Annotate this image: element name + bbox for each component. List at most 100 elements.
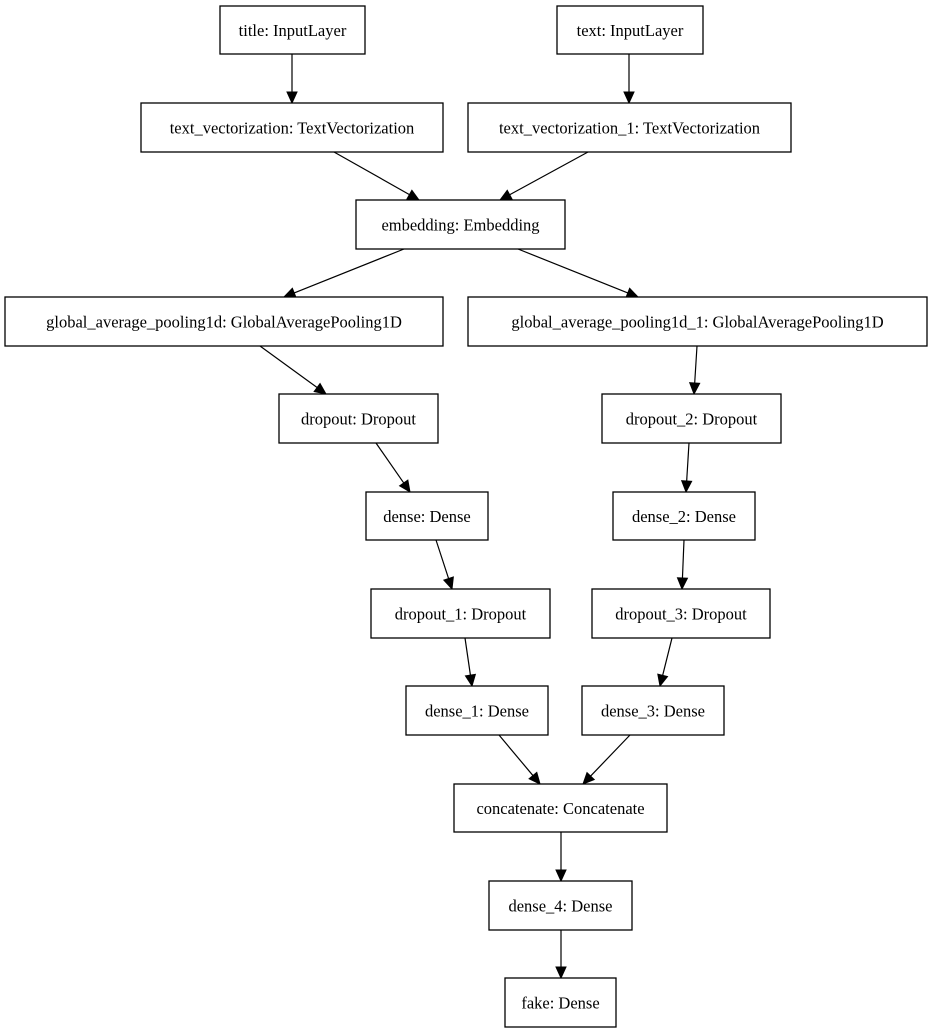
node-box (504, 977, 617, 1028)
edge-line (694, 345, 698, 384)
arrowhead (498, 189, 513, 201)
node-label: dense_4: Dense (508, 897, 612, 916)
node-label: global_average_pooling1d: GlobalAverageP… (46, 313, 402, 332)
node-text-vectorization-1: text_vectorization_1: TextVectorization (467, 102, 792, 153)
node-label: dense: Dense (383, 507, 471, 526)
nodes-layer: title: InputLayer text: InputLayer text_ve… (4, 5, 928, 1028)
node-label: dropout_2: Dropout (626, 410, 758, 429)
edge-line (293, 248, 405, 294)
node-dense-3: dense_3: Dense (581, 685, 725, 736)
node-global-average-pooling1d-1: global_average_pooling1d_1: GlobalAverag… (467, 296, 928, 347)
edge-concatenate-to-dense-4 (555, 832, 567, 883)
edge-dropout-to-dense (375, 442, 411, 493)
arrowhead (688, 382, 701, 396)
arrowhead (582, 771, 596, 785)
edge-line (590, 734, 631, 777)
node-box (612, 491, 756, 541)
node-dense: dense: Dense (365, 491, 489, 541)
arrowhead (282, 287, 297, 299)
arrowhead (676, 577, 689, 591)
arrowhead (680, 480, 693, 494)
edge-line (498, 734, 534, 776)
node-box (140, 102, 444, 153)
edge-line (464, 637, 472, 676)
node-label: text: InputLayer (577, 21, 684, 40)
edge-dense-1-to-concatenate (498, 734, 541, 785)
node-global-average-pooling1d: global_average_pooling1d: GlobalAverageP… (4, 296, 444, 347)
node-embedding: embedding: Embedding (355, 199, 566, 250)
node-box (581, 685, 725, 736)
node-dense-2: dense_2: Dense (612, 491, 756, 541)
arrowhead (625, 287, 640, 299)
arrowhead (528, 771, 541, 785)
node-dense-1: dense_1: Dense (405, 685, 549, 736)
node-label: global_average_pooling1d_1: GlobalAverag… (511, 313, 883, 332)
node-label: dense_1: Dense (425, 702, 529, 721)
node-box (4, 296, 444, 347)
node-label: dropout: Dropout (301, 410, 416, 429)
node-box (467, 296, 928, 347)
edge-line (686, 442, 690, 482)
edge-dense-2-to-dropout-3 (676, 539, 689, 591)
edge-line (681, 539, 685, 579)
arrowhead (442, 576, 454, 591)
edges-layer (259, 54, 701, 980)
node-label: dense_2: Dense (632, 507, 736, 526)
node-label: embedding: Embedding (381, 216, 539, 235)
node-dropout-3: dropout_3: Dropout (591, 588, 771, 639)
arrowhead (398, 479, 411, 493)
node-title: title: InputLayer (219, 5, 366, 55)
node-label: dropout_1: Dropout (395, 605, 527, 624)
node-box (467, 102, 792, 153)
node-box (591, 588, 771, 639)
edge-line (333, 151, 410, 196)
arrowhead (313, 382, 327, 395)
node-dropout-1: dropout_1: Dropout (370, 588, 551, 639)
edge-dropout-1-to-dense-1 (464, 637, 477, 688)
node-text: text: InputLayer (556, 5, 704, 55)
node-label: dense_3: Dense (601, 702, 705, 721)
arrowhead (657, 673, 669, 688)
edge-dense-3-to-concatenate (582, 734, 631, 785)
node-dropout: dropout: Dropout (278, 393, 439, 444)
edge-line (375, 442, 405, 484)
edge-line (662, 637, 673, 676)
node-box (453, 783, 668, 833)
node-box (556, 5, 704, 55)
node-box (488, 880, 633, 931)
edge-line (517, 248, 629, 294)
arrowhead (555, 869, 567, 883)
node-concatenate: concatenate: Concatenate (453, 783, 668, 833)
arrowhead (623, 91, 635, 105)
node-label: fake: Dense (521, 994, 599, 1013)
edge-line (509, 151, 589, 196)
arrowhead (555, 966, 567, 980)
edge-global-average-pooling1d-to-dropout (259, 345, 327, 395)
node-box (219, 5, 366, 55)
edge-text-vectorization-1-to-embedding (498, 151, 589, 201)
edge-dense-to-dropout-1 (435, 539, 454, 591)
node-box (278, 393, 439, 444)
node-label: dropout_3: Dropout (615, 605, 747, 624)
edge-line (435, 539, 450, 579)
arrowhead (286, 91, 298, 105)
node-dropout-2: dropout_2: Dropout (601, 393, 782, 444)
edge-embedding-to-global-average-pooling1d (282, 248, 405, 299)
arrowhead (406, 189, 421, 201)
node-box (405, 685, 549, 736)
edge-global-average-pooling1d-1-to-dropout-2 (688, 345, 701, 396)
edge-text-to-text-vectorization-1 (623, 54, 635, 105)
node-fake: fake: Dense (504, 977, 617, 1028)
node-label: title: InputLayer (239, 21, 347, 40)
node-label: text_vectorization_1: TextVectorization (499, 119, 760, 138)
node-box (365, 491, 489, 541)
node-label: concatenate: Concatenate (476, 799, 644, 818)
node-box (370, 588, 551, 639)
edge-dense-4-to-fake (555, 930, 567, 980)
edge-embedding-to-global-average-pooling1d-1 (517, 248, 640, 299)
node-label: text_vectorization: TextVectorization (170, 119, 415, 138)
node-dense-4: dense_4: Dense (488, 880, 633, 931)
node-box (601, 393, 782, 444)
